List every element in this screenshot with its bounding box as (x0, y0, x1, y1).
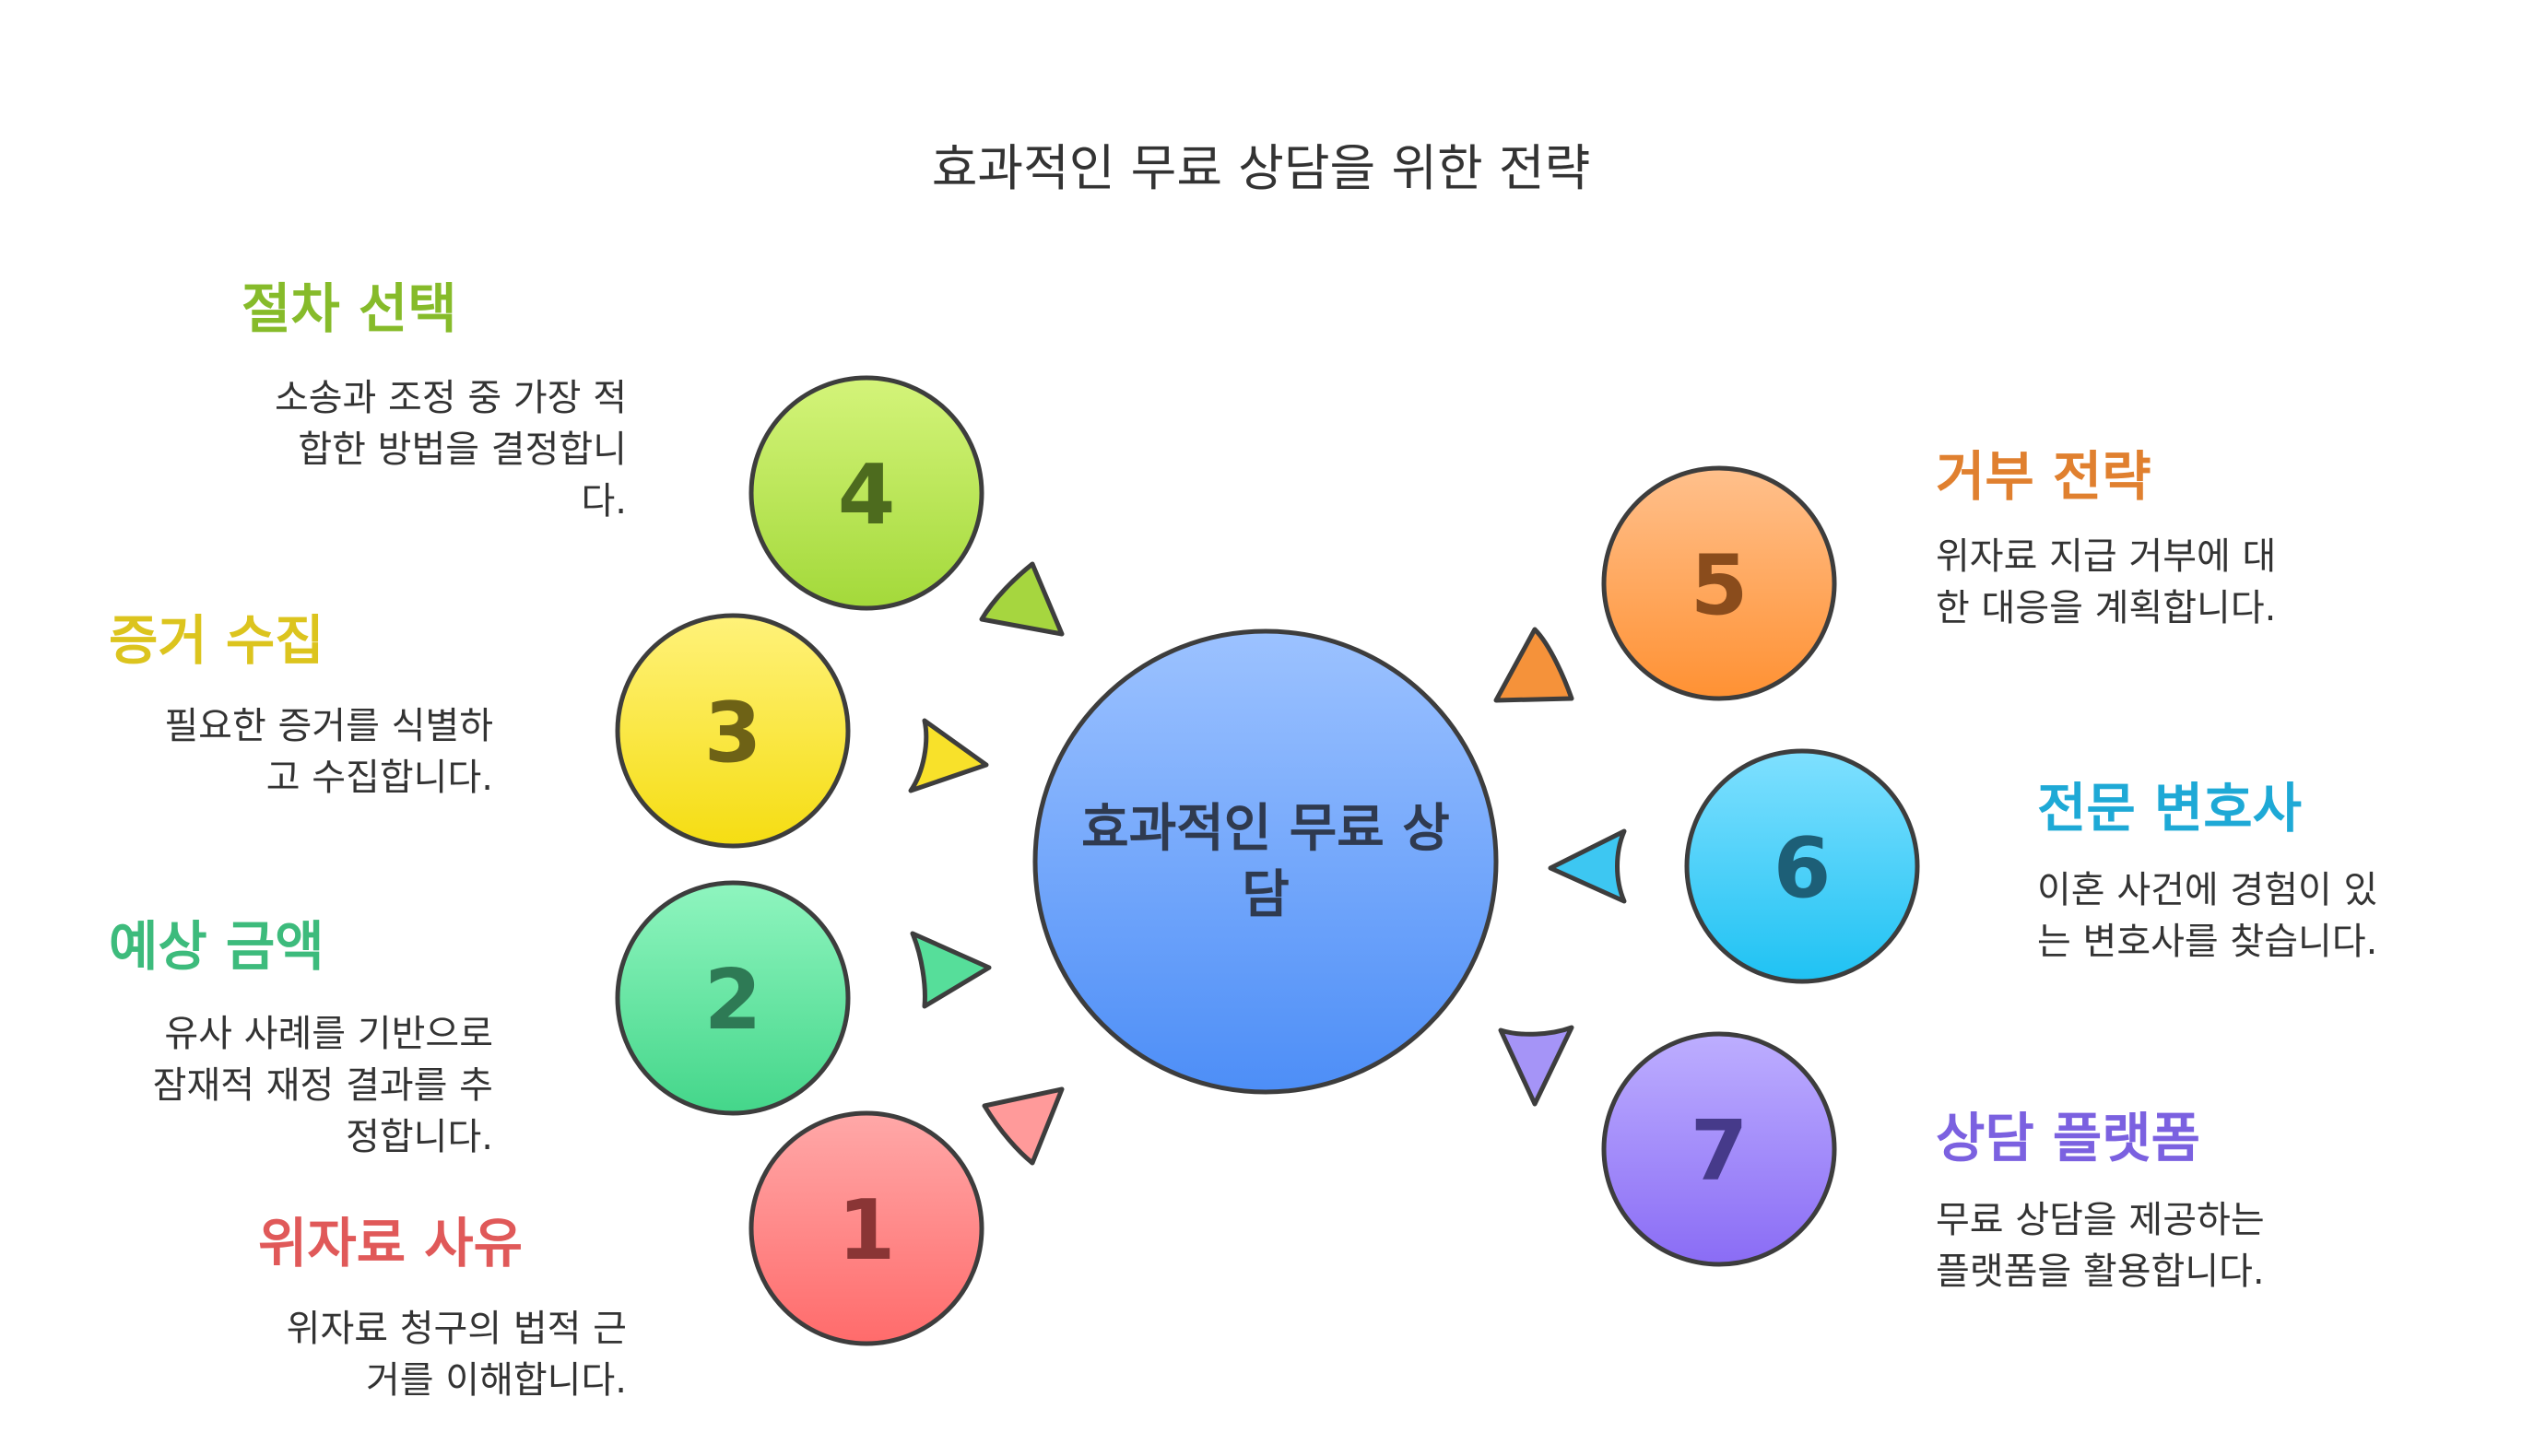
arrow-4 (979, 561, 1065, 637)
desc-4: 소송과 조정 중 가장 적 합한 방법을 결정합니 다. (166, 372, 627, 527)
desc-4-line-3: 다. (581, 480, 627, 523)
node-7-number: 7 (1691, 1103, 1749, 1200)
arrow-7 (1498, 1025, 1574, 1107)
node-2-number: 2 (704, 952, 762, 1049)
desc-5-line-1: 위자료 지급 거부에 대 (1936, 535, 2277, 578)
node-7: 7 (1601, 1031, 1837, 1267)
center-label-line2: 담 (1242, 865, 1290, 925)
node-5: 5 (1601, 465, 1837, 701)
desc-7-line-2: 플랫폼을 활용합니다. (1936, 1251, 2265, 1293)
desc-7-line-1: 무료 상담을 제공하는 (1936, 1199, 2265, 1241)
desc-1: 위자료 청구의 법적 근 거를 이해합니다. (166, 1303, 627, 1406)
desc-5: 위자료 지급 거부에 대 한 대응을 계획합니다. (1936, 531, 2452, 634)
node-5-number: 5 (1691, 537, 1749, 634)
heading-4: 절차 선택 (242, 277, 457, 340)
desc-5-line-2: 한 대응을 계획합니다. (1936, 587, 2277, 629)
desc-3-line-2: 고 수집합니다. (265, 757, 493, 799)
node-2: 2 (615, 880, 851, 1116)
desc-2: 유사 사례를 기반으로 잠재적 재정 결과를 추 정합니다. (74, 1008, 493, 1163)
node-1: 1 (748, 1110, 984, 1346)
heading-5: 거부 전략 (1936, 445, 2151, 508)
desc-2-line-1: 유사 사례를 기반으로 (164, 1013, 493, 1055)
desc-4-line-1: 소송과 조정 중 가장 적 (274, 377, 627, 419)
arrow-5 (1493, 627, 1574, 703)
node-6-number: 6 (1774, 820, 1832, 917)
heading-6: 전문 변호사 (2037, 777, 2302, 840)
heading-2: 예상 금액 (109, 915, 324, 978)
node-4: 4 (748, 375, 984, 611)
heading-1: 위자료 사유 (258, 1212, 523, 1274)
arrow-2 (910, 931, 992, 1009)
page-title: 효과적인 무료 상담을 위한 전략 (931, 139, 1591, 197)
heading-3: 증거 수집 (109, 609, 324, 672)
desc-4-line-2: 합한 방법을 결정합니 (298, 429, 627, 471)
arrow-3 (908, 718, 989, 793)
desc-3-line-1: 필요한 증거를 식별하 (164, 705, 493, 747)
desc-6-line-2: 는 변호사를 찾습니다. (2037, 921, 2378, 963)
center-circle (1032, 628, 1499, 1095)
center-label-line1: 효과적인 무료 상 (1081, 799, 1450, 859)
desc-1-line-1: 위자료 청구의 법적 근 (286, 1308, 627, 1350)
desc-6-line-1: 이혼 사건에 경험이 있 (2037, 869, 2378, 911)
desc-3: 필요한 증거를 식별하 고 수집합니다. (92, 700, 493, 804)
arrow-6 (1548, 828, 1627, 904)
node-4-number: 4 (838, 447, 896, 544)
node-3: 3 (615, 613, 851, 849)
heading-7: 상담 플랫폼 (1936, 1107, 2200, 1169)
node-1-number: 1 (838, 1182, 896, 1279)
node-3-number: 3 (704, 685, 762, 781)
arrow-1 (982, 1086, 1065, 1166)
desc-2-line-3: 정합니다. (346, 1116, 493, 1158)
desc-2-line-2: 잠재적 재정 결과를 추 (152, 1064, 493, 1107)
desc-7: 무료 상담을 제공하는 플랫폼을 활용합니다. (1936, 1194, 2452, 1297)
node-6: 6 (1684, 748, 1920, 984)
desc-1-line-2: 거를 이해합니다. (365, 1359, 627, 1402)
desc-6: 이혼 사건에 경험이 있 는 변호사를 찾습니다. (2037, 864, 2498, 968)
